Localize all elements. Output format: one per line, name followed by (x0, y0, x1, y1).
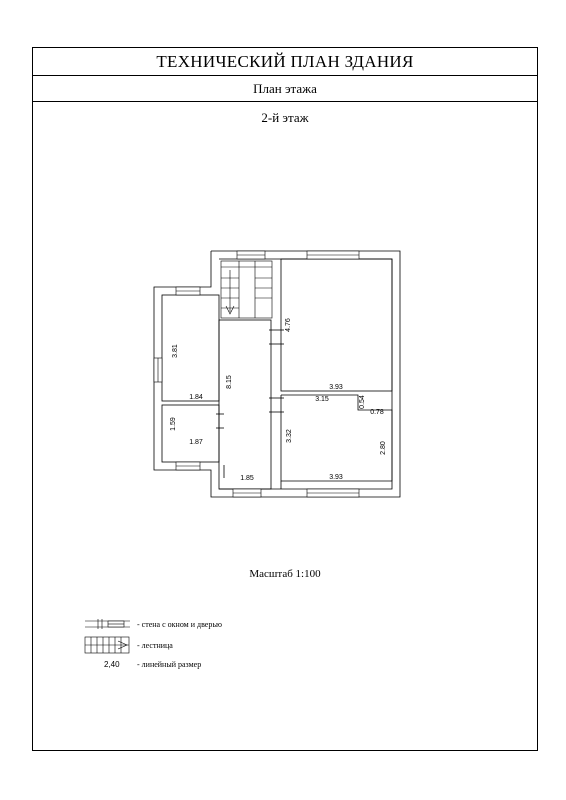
dim-315: 3.15 (315, 396, 329, 403)
legend-wall-symbol (85, 619, 130, 629)
dim-054: 0.54 (359, 395, 366, 409)
doors (216, 329, 284, 478)
dim-184: 1.84 (189, 394, 203, 401)
dim-476: 4.76 (285, 318, 292, 332)
sheet-subtitle: План этажа (33, 76, 537, 102)
dimension-labels: 3.81 1.84 1.59 1.87 8.15 1.85 4.76 3.93 … (170, 318, 387, 482)
dim-185: 1.85 (240, 475, 254, 482)
dim-332: 3.32 (286, 429, 293, 443)
legend-stair-label: - лестница (137, 641, 173, 650)
dim-159: 1.59 (170, 417, 177, 431)
scale-label: Масштаб 1:100 (249, 568, 321, 580)
legend-dim-label: - линейный размер (137, 660, 201, 669)
walls (153, 250, 401, 498)
legend (84, 619, 130, 654)
staircase (220, 260, 273, 319)
dim-187: 1.87 (189, 439, 203, 446)
floor-label: 2-й этаж (261, 110, 309, 125)
dim-381: 3.81 (172, 344, 179, 358)
dim-393-top: 3.93 (329, 384, 343, 391)
legend-dim-sample: 2,40 (104, 660, 120, 669)
legend-wall-label: - стена с окном и дверью (137, 620, 222, 629)
windows (153, 250, 360, 498)
dim-815: 8.15 (226, 375, 233, 389)
dim-280: 2.80 (380, 441, 387, 455)
legend-stair-symbol (84, 636, 130, 654)
sheet-frame: ТЕХНИЧЕСКИЙ ПЛАН ЗДАНИЯ План этажа 2-й э… (32, 47, 538, 751)
dim-393-bottom: 3.93 (329, 474, 343, 481)
sheet-title: ТЕХНИЧЕСКИЙ ПЛАН ЗДАНИЯ (33, 48, 537, 76)
dim-078: 0.78 (370, 409, 384, 416)
